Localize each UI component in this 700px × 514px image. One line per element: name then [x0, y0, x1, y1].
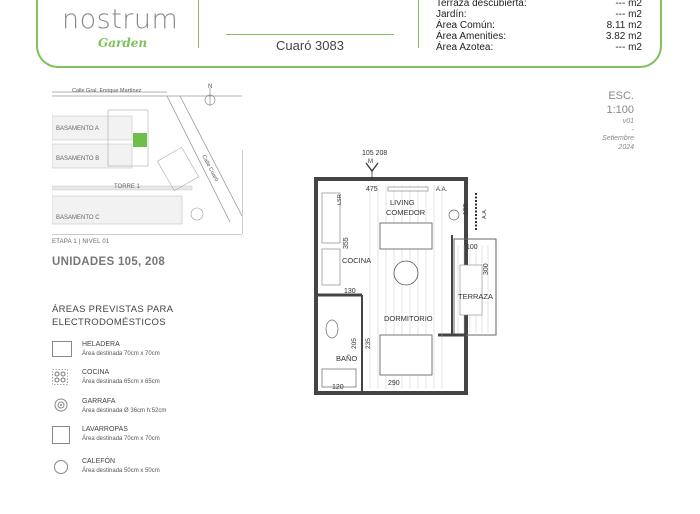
- site-plan: Calle Gral. Enrique Martínez Calle Cuaró…: [52, 84, 242, 225]
- stove-icon: [52, 369, 68, 385]
- divider: [198, 0, 199, 48]
- header-frame: [36, 0, 662, 68]
- aa-label-1: A.A.: [436, 187, 448, 193]
- gas-icon: [54, 398, 68, 412]
- scale-ratio: 1:100: [606, 104, 634, 116]
- etapa-label: ETAPA 1 | NIVEL 01: [52, 239, 110, 245]
- dim-130: 130: [344, 288, 356, 295]
- dim-205: 205: [351, 338, 358, 349]
- dim-120: 120: [332, 384, 344, 391]
- torre: TORRE 1: [114, 184, 141, 190]
- legend-item: COCINA Área destinada 65cm x 65cm: [52, 369, 252, 397]
- legend-item: CALEFÓN Área destinada 50cm x 50cm: [52, 458, 252, 486]
- area-row: Terraza descubierta:--- m2: [436, 0, 642, 9]
- units-title: UNIDADES 105, 208: [52, 256, 166, 268]
- legend-item: GARRAFA Área destinada Ø 36cm h:52cm: [52, 398, 252, 426]
- legend-item: HELADERA Área destinada 70cm x 70cm: [52, 341, 252, 369]
- area-row: Área Azotea:--- m2: [436, 42, 642, 53]
- dim-300: 300: [483, 263, 490, 275]
- north-label: N: [208, 84, 212, 90]
- aa-label-2: A.A.: [482, 208, 488, 219]
- brand-logo: nostrum: [62, 4, 179, 35]
- scale-dash: -: [631, 127, 634, 134]
- divider: [418, 0, 419, 48]
- lsr-label: LSR: [337, 194, 343, 205]
- floor-plan: 105 208 M 475 A.A. A.A. LSR 155 LIVING C…: [314, 150, 497, 395]
- entry-mark: M: [368, 159, 373, 165]
- dim-290: 290: [388, 380, 400, 387]
- address: Cuaró 3083: [226, 34, 394, 53]
- street-label-1: Calle Gral. Enrique Martínez: [72, 88, 142, 94]
- date-year: 2024: [618, 144, 634, 151]
- room-comedor: COMEDOR: [386, 208, 426, 217]
- scale-label: ESC.: [608, 90, 634, 102]
- room-cocina: COCINA: [342, 256, 371, 265]
- brand-sub: Garden: [98, 36, 148, 50]
- legend-item: LAVARROPAS Área destinada 70cm x 70cm: [52, 426, 252, 454]
- dim-155: 155: [463, 203, 470, 215]
- dim-100: 100: [466, 244, 478, 251]
- room-living: LIVING: [390, 198, 415, 207]
- version: v01: [622, 118, 634, 125]
- basamento-a: BASAMENTO A: [56, 126, 99, 132]
- site-border: [242, 150, 243, 234]
- basamento-c: BASAMENTO C: [56, 215, 100, 221]
- dim-475: 475: [366, 186, 378, 193]
- unit-number: 105 208: [362, 150, 387, 157]
- site-border: [52, 234, 242, 235]
- dim-355: 355: [343, 237, 350, 249]
- fridge-icon: [52, 341, 72, 357]
- area-row: Área Amenities:3.82 m2: [436, 31, 642, 42]
- date-month: Setiembre: [602, 135, 634, 142]
- legend-title: ÁREAS PREVISTAS PARA ELECTRODOMÉSTICOS: [52, 304, 174, 328]
- dim-235: 235: [365, 338, 372, 349]
- area-row: Jardín:--- m2: [436, 9, 642, 20]
- basamento-b: BASAMENTO B: [56, 156, 99, 162]
- washer-icon: [52, 426, 70, 444]
- room-bano: BAÑO: [336, 354, 357, 363]
- room-terraza: TERRAZA: [458, 292, 493, 301]
- heater-icon: [54, 460, 68, 474]
- area-row: Área Común:8.11 m2: [436, 20, 642, 31]
- room-dormitorio: DORMITORIO: [384, 314, 433, 323]
